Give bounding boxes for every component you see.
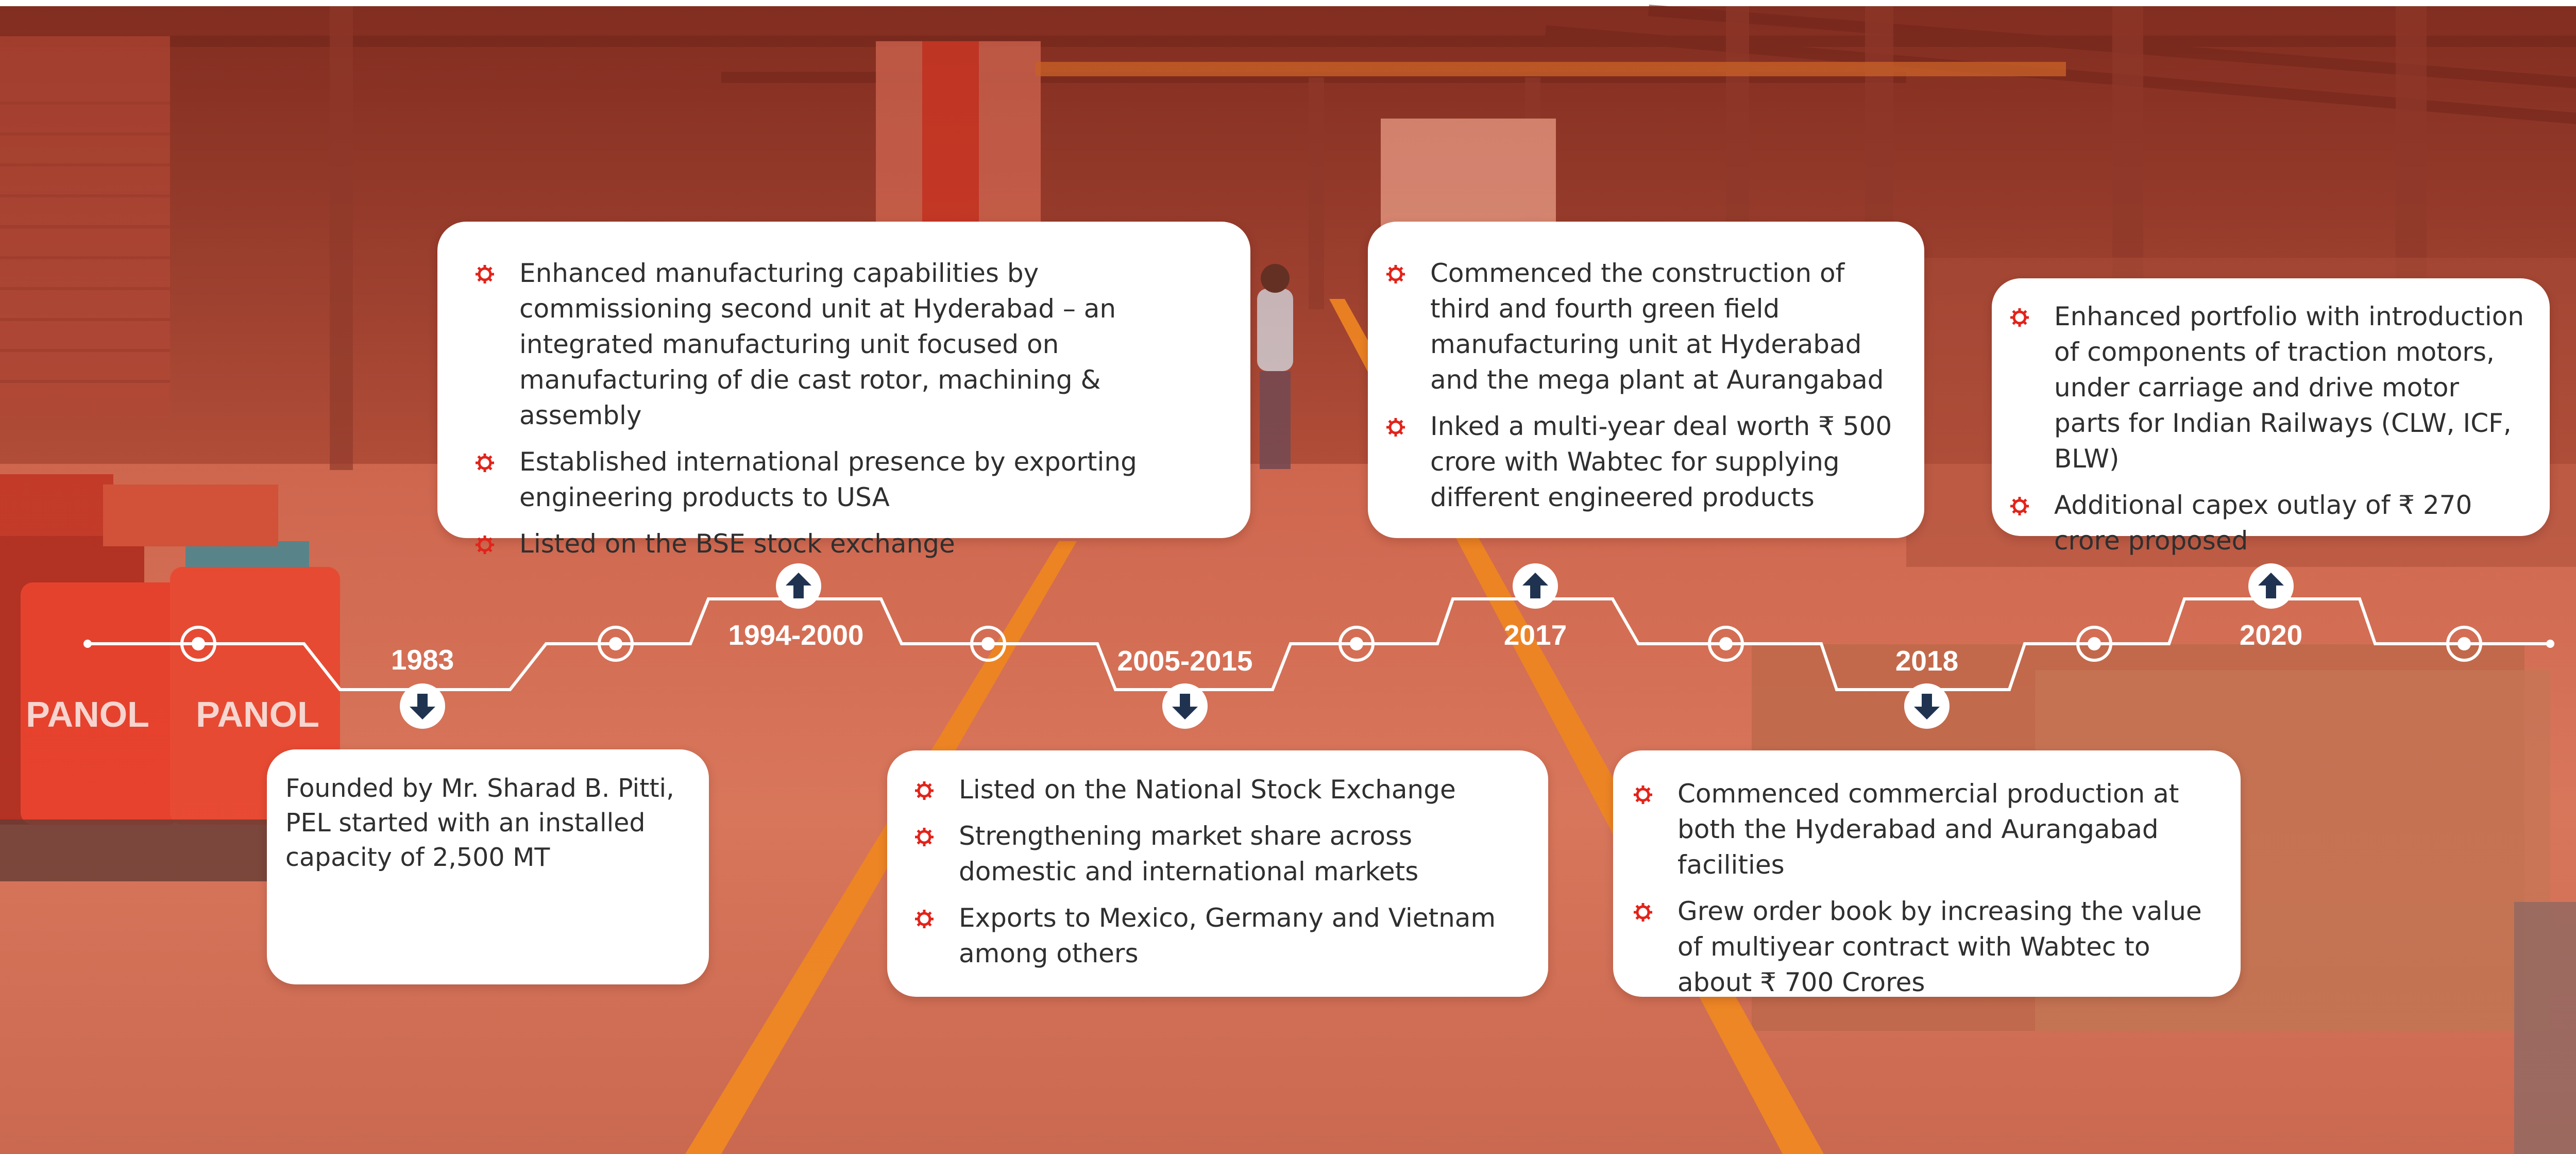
milestone-bullet-text: Grew order book by increasing the value … (1677, 896, 2202, 997)
milestone-bullet-item: Additional capex outlay of ₹ 270 crore p… (2010, 488, 2529, 559)
milestone-bullet-text: Enhanced portfolio with introduction of … (2054, 302, 2524, 474)
timeline-end-dot (2546, 640, 2554, 648)
gear-icon (1634, 785, 1652, 804)
timeline-node (2446, 626, 2482, 662)
year-label-2017: 2017 (1503, 619, 1567, 651)
milestone-bullet-text: Commenced commercial production at both … (1677, 779, 2179, 880)
milestone-text: Founded by Mr. Sharad B. Pitti, PEL star… (285, 774, 674, 872)
gear-icon (1386, 265, 1405, 283)
milestone-bullet-text: Established international presence by ex… (519, 447, 1137, 512)
timeline-node (1708, 626, 1744, 662)
gear-icon (1634, 903, 1652, 922)
timeline-node (1338, 626, 1375, 662)
gear-icon (915, 828, 934, 846)
milestone-bullet-text: Strengthening market share across domest… (959, 821, 1419, 887)
gear-icon (2010, 308, 2029, 327)
milestone-card-1994-2000: Enhanced manufacturing capabilities by c… (437, 222, 1250, 559)
year-label-1983: 1983 (391, 644, 454, 676)
milestone-bullet-item: Enhanced portfolio with introduction of … (2010, 299, 2529, 477)
milestone-bullet-text: Additional capex outlay of ₹ 270 crore p… (2054, 490, 2472, 556)
timeline-node (2076, 626, 2112, 662)
milestone-bullet-text: Inked a multi-year deal worth ₹ 500 cror… (1430, 411, 1892, 512)
milestone-bullet-item: Exports to Mexico, Germany and Vietnam a… (915, 900, 1528, 972)
milestone-bullet-text: Commenced the construction of third and … (1430, 258, 1884, 395)
milestone-bullet-item: Inked a multi-year deal worth ₹ 500 cror… (1386, 409, 1904, 515)
milestone-bullet-item: Commenced the construction of third and … (1386, 256, 1904, 398)
barrel-label: PANOL (196, 694, 319, 734)
gear-icon (2010, 497, 2029, 515)
arrow-up-icon (776, 563, 821, 609)
arrow-down-icon (1904, 683, 1950, 729)
year-label-2018: 2018 (1895, 645, 1959, 677)
gear-icon (915, 781, 934, 800)
milestone-card-1983: Founded by Mr. Sharad B. Pitti, PEL star… (267, 749, 709, 984)
milestone-bullet-item: Enhanced manufacturing capabilities by c… (476, 256, 1230, 433)
milestone-bullet-text: Exports to Mexico, Germany and Vietnam a… (959, 903, 1496, 968)
gear-icon (1386, 418, 1405, 437)
milestone-bullet-item: Grew order book by increasing the value … (1634, 894, 2220, 1000)
year-label-2005-2015: 2005-2015 (1117, 645, 1253, 677)
timeline-start-dot (83, 640, 92, 648)
milestone-bullet-item: Listed on the National Stock Exchange (915, 772, 1528, 808)
milestone-card-2020: Enhanced portfolio with introduction of … (1992, 278, 2550, 556)
year-label-2020: 2020 (2239, 619, 2303, 651)
gear-icon (915, 910, 934, 928)
gear-icon (476, 536, 494, 554)
timeline-node (180, 626, 216, 662)
timeline-path (88, 597, 2550, 691)
milestone-card-2018: Commenced commercial production at both … (1613, 750, 2241, 997)
milestone-bullet-text: Enhanced manufacturing capabilities by c… (519, 258, 1116, 430)
arrow-up-icon (1513, 563, 1558, 609)
milestone-bullet-item: Listed on the BSE stock exchange (476, 526, 1230, 562)
arrow-up-icon (2248, 563, 2294, 609)
barrel-label: PANOL (26, 694, 149, 734)
arrow-down-icon (400, 683, 445, 729)
milestone-bullet-item: Strengthening market share across domest… (915, 818, 1528, 890)
milestone-card-2017: Commenced the construction of third and … (1368, 222, 1924, 538)
milestone-bullet-text: Listed on the BSE stock exchange (519, 529, 955, 559)
milestone-bullet-text: Listed on the National Stock Exchange (959, 775, 1456, 805)
gear-icon (476, 265, 494, 283)
year-label-1994-2000: 1994-2000 (728, 619, 864, 651)
arrow-down-icon (1162, 683, 1208, 729)
milestone-bullet-item: Commenced commercial production at both … (1634, 776, 2220, 883)
gear-icon (476, 454, 494, 472)
milestone-bullet-item: Established international presence by ex… (476, 444, 1230, 515)
timeline-node (970, 626, 1006, 662)
timeline-node (598, 626, 634, 662)
